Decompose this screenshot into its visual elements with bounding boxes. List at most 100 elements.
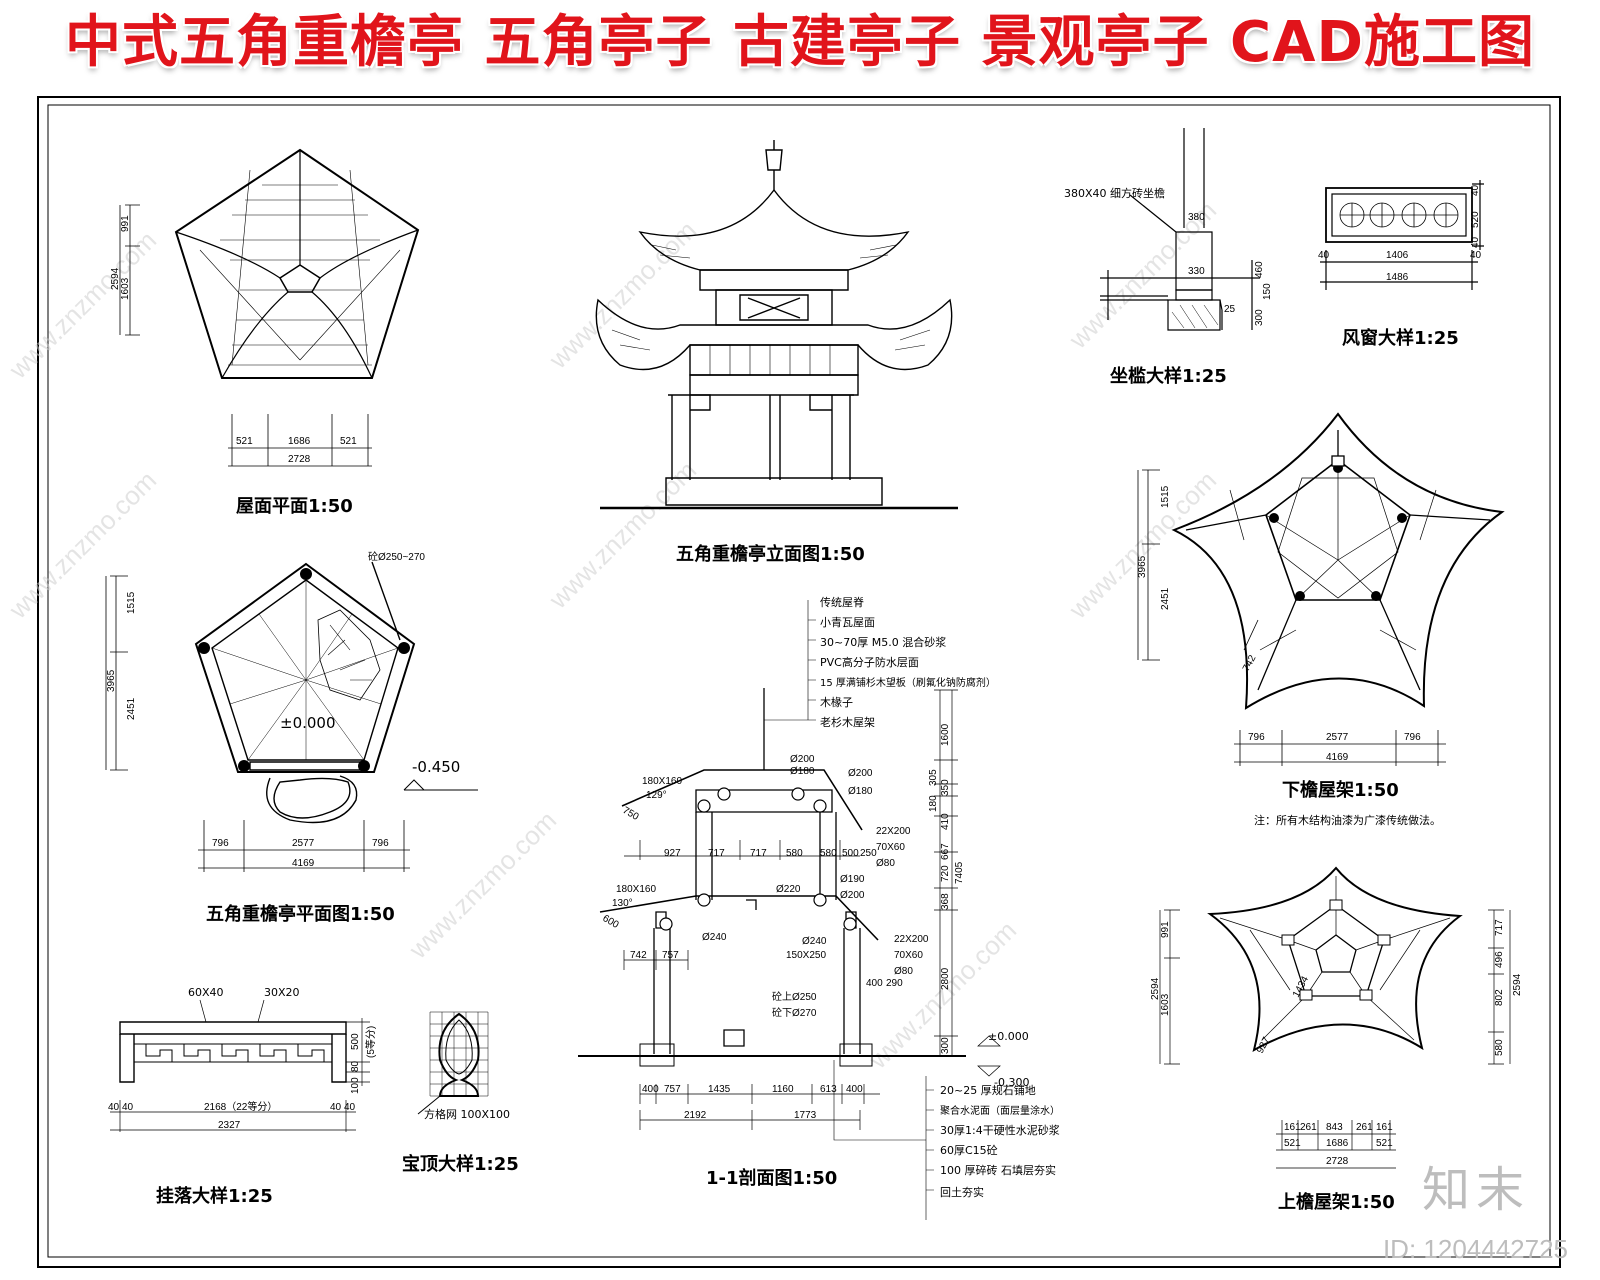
- dim-text: 796: [372, 838, 389, 849]
- dim-text: 496: [1494, 951, 1505, 968]
- dim-text: 180: [928, 795, 939, 812]
- drawing-inner-border: [47, 104, 1551, 1258]
- finial-detail: [417, 1011, 489, 1115]
- dim-text: 261: [1356, 1122, 1373, 1133]
- roof-plan: [174, 148, 420, 379]
- dim-text: 150: [1262, 283, 1273, 300]
- dim-text: 80: [350, 1060, 361, 1072]
- dim-text: 2577: [1326, 732, 1349, 743]
- floor-plan: [194, 561, 478, 824]
- watermark-text: www.znzmo.com: [2, 225, 162, 385]
- drawing-label: 坐槛大样1:25: [1110, 365, 1227, 387]
- dim-text: 521: [340, 436, 357, 447]
- dim-text: 2594: [1150, 977, 1161, 1000]
- page-title: 中式五角重檐亭 五角亭子 古建亭子 景观亭子 CAD施工图: [65, 10, 1535, 75]
- dim-text: 2728: [1326, 1156, 1349, 1167]
- roof-layer: 小青瓦屋面: [820, 616, 875, 629]
- dim-text: 380: [1188, 212, 1205, 223]
- roof-layer: 老杉木屋架: [820, 715, 875, 729]
- dim-text: 300: [1254, 309, 1265, 326]
- drawing-label: 1-1剖面图1:50: [706, 1167, 837, 1189]
- drawing-border: [37, 96, 1561, 1268]
- annotation: Ø240: [702, 932, 727, 943]
- dim-text: 305: [928, 769, 939, 786]
- dim-text: 60X40: [188, 986, 224, 999]
- dim-text: 520: [1470, 211, 1481, 228]
- lower-frame-dims: [1137, 469, 1446, 766]
- asset-id: ID: 1204442725: [1382, 1234, 1568, 1264]
- general-note: 注：所有木结构油漆为广漆传统做法。: [1254, 813, 1441, 827]
- dim-text: 2577: [292, 838, 315, 849]
- annotation: Ø80: [894, 966, 913, 977]
- dim-text: 3965: [1137, 555, 1148, 578]
- annotation: 750: [621, 805, 641, 823]
- dim-text: 40: [1470, 236, 1481, 248]
- dim-text: 380X40 细方砖坐檐: [1064, 186, 1165, 200]
- annotation: Ø190: [840, 874, 865, 885]
- dim-text: (5等分): [364, 1026, 377, 1058]
- annotation: 600: [601, 913, 621, 931]
- annotation: 290: [886, 978, 903, 989]
- dim-text: 368: [940, 893, 951, 910]
- elevation-drawing: [595, 140, 958, 510]
- drawing-label: 屋面平面1:50: [236, 496, 353, 517]
- annotation: 400: [866, 978, 883, 989]
- watermark-text: www.znzmo.com: [402, 805, 562, 965]
- dim-text: 30X20: [264, 986, 300, 999]
- dim-text: 521: [236, 436, 253, 447]
- dim-text: 40: [330, 1102, 342, 1113]
- dim-text: 460: [1254, 261, 1265, 278]
- floor-layer: 聚合水泥面（面层量涂水）: [940, 1104, 1060, 1117]
- drawing-label: 五角重檐亭平面图1:50: [206, 903, 395, 925]
- dim-text: 261: [1300, 1122, 1317, 1133]
- dim-text: 40: [1470, 184, 1481, 196]
- dim-text: 717: [750, 848, 767, 859]
- annotation: Ø240: [802, 936, 827, 947]
- drawing-label: 风窗大样1:25: [1342, 327, 1459, 349]
- dim-text: 2594: [110, 267, 121, 290]
- dim-text: 717: [708, 848, 725, 859]
- floor-layer: 100 厚碎砖 石填层夯实: [940, 1163, 1056, 1177]
- dim-text: 7405: [954, 861, 965, 884]
- hanging-detail: [119, 999, 347, 1083]
- section-drawing: [578, 600, 966, 1220]
- dim-text: 40: [108, 1102, 120, 1113]
- annotation: Ø180: [790, 766, 815, 777]
- roof-plan-dims: [119, 204, 372, 467]
- dim-text: 4169: [292, 858, 315, 869]
- annotation: 180X160: [642, 776, 682, 787]
- annotation: 22X200: [876, 826, 911, 837]
- dim-text: 1603: [1160, 993, 1171, 1016]
- dim-text: 1406: [1386, 250, 1409, 261]
- dim-text: 4169: [1326, 752, 1349, 763]
- finial-note: 方格网 100X100: [424, 1107, 510, 1121]
- watermark-text: www.znzmo.com: [542, 215, 702, 375]
- dim-text: 796: [1404, 732, 1421, 743]
- section-dims: [623, 689, 1001, 1130]
- dim-text: 720: [940, 865, 951, 882]
- dim-text: 1160: [772, 1084, 794, 1095]
- dim-text: 521: [1376, 1138, 1393, 1149]
- dim-text: 521: [1284, 1138, 1301, 1149]
- dim-text: 400: [846, 1084, 863, 1095]
- dim-text: 25: [1224, 304, 1236, 315]
- upper-eave-frame: [1207, 866, 1463, 1052]
- level-mark: ±0.000: [280, 714, 336, 732]
- annotation: 129°: [646, 790, 667, 801]
- dim-text: 991: [120, 215, 131, 232]
- dim-text: 161: [1376, 1122, 1393, 1133]
- dim-text: 717: [1494, 919, 1505, 936]
- dim-text: 796: [1248, 732, 1265, 743]
- dim-text: 40: [122, 1102, 134, 1113]
- dim-text: 40: [1470, 250, 1482, 261]
- annotation: 130°: [612, 898, 633, 909]
- brand-logo: 知末: [1421, 1162, 1530, 1218]
- annotation: 70X60: [894, 950, 923, 961]
- dim-text: 1515: [126, 591, 137, 614]
- level-mark: ±0.000: [988, 1030, 1029, 1043]
- dim-text: 砼Ø250~270: [368, 550, 425, 563]
- dim-text: 2800: [940, 967, 951, 990]
- level-mark: -0.450: [412, 758, 460, 776]
- drawing-label: 上檐屋架1:50: [1278, 1191, 1395, 1213]
